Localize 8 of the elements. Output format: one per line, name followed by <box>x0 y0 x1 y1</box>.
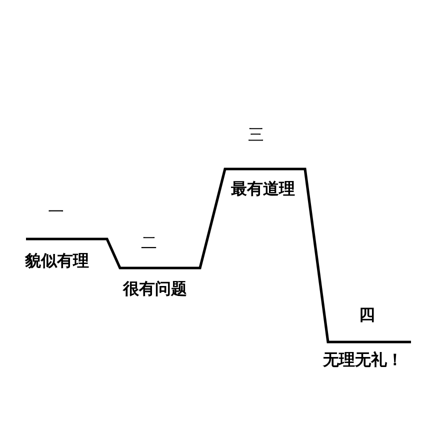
stage-number: 三 <box>248 126 264 144</box>
stage-number: 二 <box>141 234 157 252</box>
stage-number: 一 <box>48 203 64 221</box>
stage-label: 无理无礼！ <box>323 351 403 369</box>
stage-label: 貌似有理 <box>25 252 89 270</box>
stage-label: 最有道理 <box>231 180 295 198</box>
stage-number: 四 <box>359 306 375 324</box>
stage-label: 很有问题 <box>123 280 187 298</box>
